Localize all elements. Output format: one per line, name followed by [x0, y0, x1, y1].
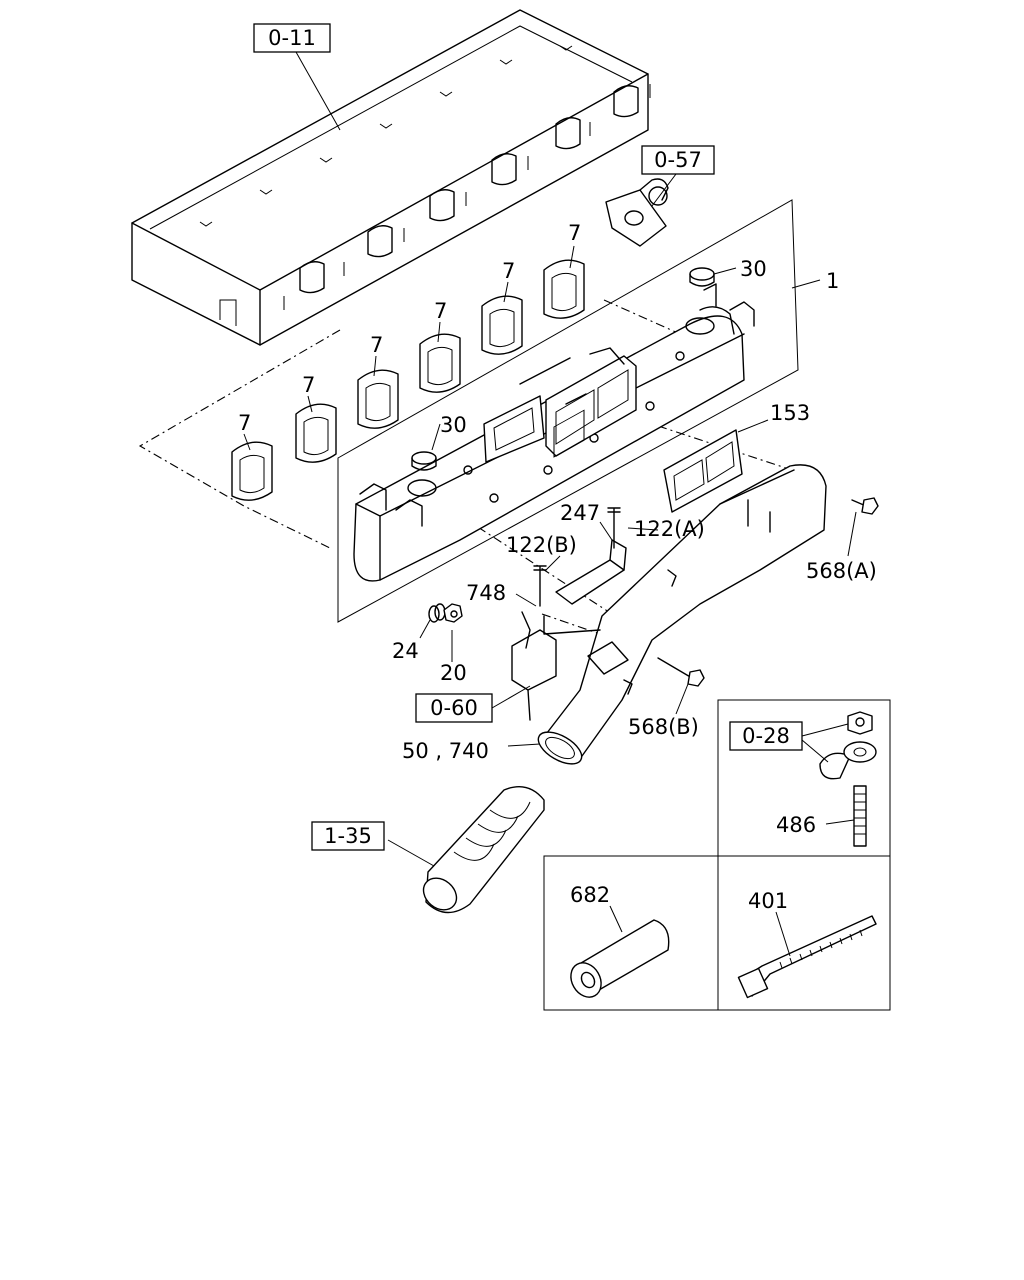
callout-nut: 20 [440, 661, 467, 685]
manifold-flange-drawing [483, 347, 637, 463]
bracket-247-drawing [533, 507, 627, 607]
bolt-568-drawing [657, 497, 879, 687]
exhaust-gaskets [231, 259, 585, 501]
callout-cap: 30 [740, 257, 767, 281]
manifold-group-frame [337, 199, 799, 623]
callout-gasket: 7 [302, 373, 315, 397]
callout-clamp: 748 [466, 581, 506, 605]
sleeve-682-drawing [570, 919, 670, 998]
cylinder-head-drawing [131, 9, 651, 346]
reference-cylinder-head[interactable]: 0-11 [253, 23, 331, 53]
callout-gasket: 7 [370, 333, 383, 357]
exhaust-outlet-pipe-drawing [537, 464, 827, 765]
svg-text:0-60: 0-60 [430, 696, 478, 720]
callout-gasket-153: 153 [770, 401, 810, 425]
egr-valve-drawing [605, 178, 669, 247]
callout-gasket: 7 [568, 221, 581, 245]
callout-gasket: 7 [434, 299, 447, 323]
stud-486-drawing [819, 711, 877, 847]
svg-text:0-11: 0-11 [268, 26, 316, 50]
callout-stud: 486 [776, 813, 816, 837]
callout-bolt-568b: 568(B) [628, 715, 699, 739]
cable-tie-401-drawing [737, 915, 877, 999]
callout-bolt-122a: 122(A) [634, 517, 705, 541]
callout-tie: 401 [748, 889, 788, 913]
reference-egr-valve[interactable]: 0-57 [641, 145, 715, 175]
small-parts-frames [543, 699, 891, 1011]
callout-gasket: 7 [502, 259, 515, 283]
reference-egr-cooler[interactable]: 0-60 [415, 693, 493, 723]
gasket-153-drawing [663, 429, 743, 513]
callout-bracket: 247 [560, 501, 600, 525]
part-callouts: 1 7 7 7 7 7 7 30 30 153 247 122(A) 122(B… [238, 221, 877, 913]
reference-intake-hose[interactable]: 1-35 [311, 821, 385, 851]
callout-washer: 24 [392, 639, 419, 663]
callout-pipe: 50 , 740 [402, 739, 489, 763]
callout-cap: 30 [440, 413, 467, 437]
callout-manifold: 1 [826, 269, 839, 293]
reference-hose-clip[interactable]: 0-28 [729, 721, 803, 751]
callout-sleeve: 682 [570, 883, 610, 907]
svg-text:0-57: 0-57 [654, 148, 702, 172]
washer-nut-drawing [428, 603, 463, 623]
caps [407, 267, 715, 497]
svg-text:0-28: 0-28 [742, 724, 790, 748]
callout-bolt-568a: 568(A) [806, 559, 877, 583]
leader-lines [243, 51, 857, 957]
intake-hose-drawing [422, 786, 545, 914]
callout-bolt-122b: 122(B) [506, 533, 577, 557]
callout-gasket: 7 [238, 411, 251, 435]
clamp-748-drawing [511, 611, 601, 721]
svg-text:1-35: 1-35 [324, 824, 372, 848]
